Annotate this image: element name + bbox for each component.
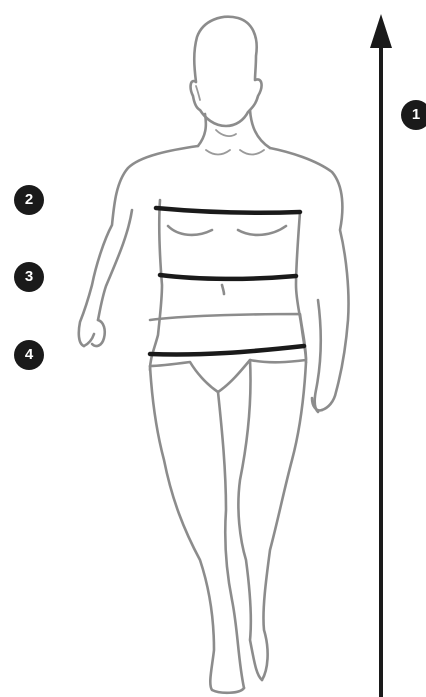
- marker-4: 4: [14, 340, 44, 370]
- right-arm-inner: [315, 300, 321, 412]
- left-hand: [84, 320, 105, 346]
- left-leg-outer: [150, 366, 244, 693]
- right-leg-inner: [238, 360, 262, 680]
- hip-measure-band: [150, 346, 304, 355]
- marker-1: 1: [401, 100, 426, 130]
- navel: [222, 285, 224, 294]
- chin-detail: [216, 130, 236, 136]
- marker-3: 3: [14, 262, 44, 292]
- ear-detail: [196, 86, 200, 100]
- marker-2: 2: [14, 185, 44, 215]
- neck-right: [250, 110, 270, 148]
- collarbone-detail: [206, 150, 264, 155]
- right-leg-outer: [262, 362, 306, 680]
- left-arm-inner: [98, 210, 132, 320]
- torso-left-side: [150, 200, 162, 370]
- neck-left: [198, 114, 206, 146]
- waist-measure-band: [160, 275, 296, 279]
- chest-detail: [168, 226, 286, 235]
- chest-measure-band: [156, 208, 300, 213]
- up-arrow-icon: [370, 14, 392, 697]
